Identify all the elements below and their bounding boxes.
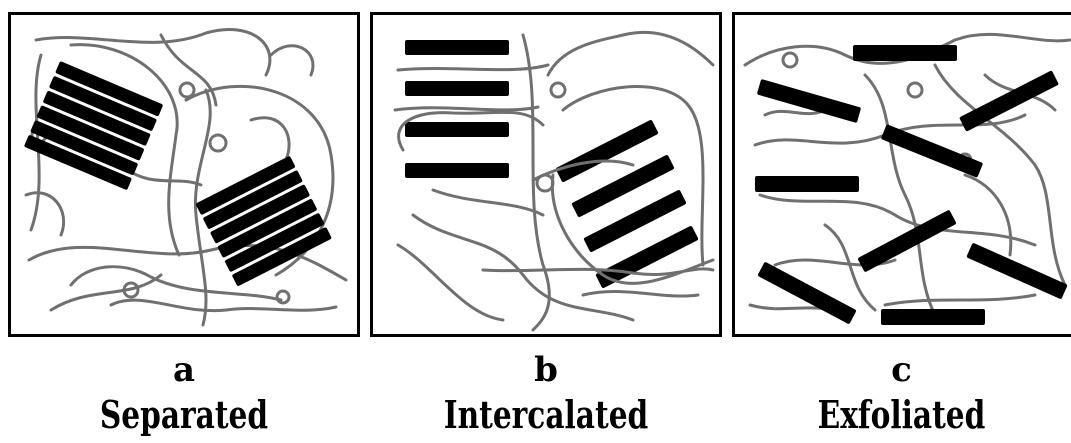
platelet <box>757 79 861 123</box>
intercalated-diagram <box>393 30 715 332</box>
panel-c-letter: c <box>891 350 912 390</box>
panel-b-letter: b <box>534 350 558 390</box>
panel-exfoliated <box>732 12 1071 337</box>
platelet-stack-left <box>24 61 163 190</box>
platelet <box>853 45 957 61</box>
platelet <box>959 70 1059 132</box>
panel-a-name: Separated <box>99 392 269 437</box>
exfoliated-diagram <box>743 32 1071 325</box>
panel-a-letter: a <box>172 350 196 390</box>
panel-separated <box>8 12 360 337</box>
panel-intercalated <box>370 12 722 337</box>
platelet <box>881 124 983 178</box>
platelet <box>758 262 856 324</box>
platelet <box>881 309 985 325</box>
separated-diagram <box>24 27 348 327</box>
platelet-stack-parallel <box>405 40 509 178</box>
polymer-chains <box>393 30 715 332</box>
panel-c-name: Exfoliated <box>817 392 986 437</box>
platelet <box>966 243 1068 299</box>
platelet-stack-tilted <box>555 120 699 288</box>
panel-b-name: Intercalated <box>443 392 649 437</box>
platelet-stack-right <box>196 156 332 286</box>
platelet <box>858 210 956 272</box>
platelet <box>755 176 859 192</box>
polymer-chains <box>24 27 348 327</box>
dispersed-platelets <box>755 45 1068 325</box>
